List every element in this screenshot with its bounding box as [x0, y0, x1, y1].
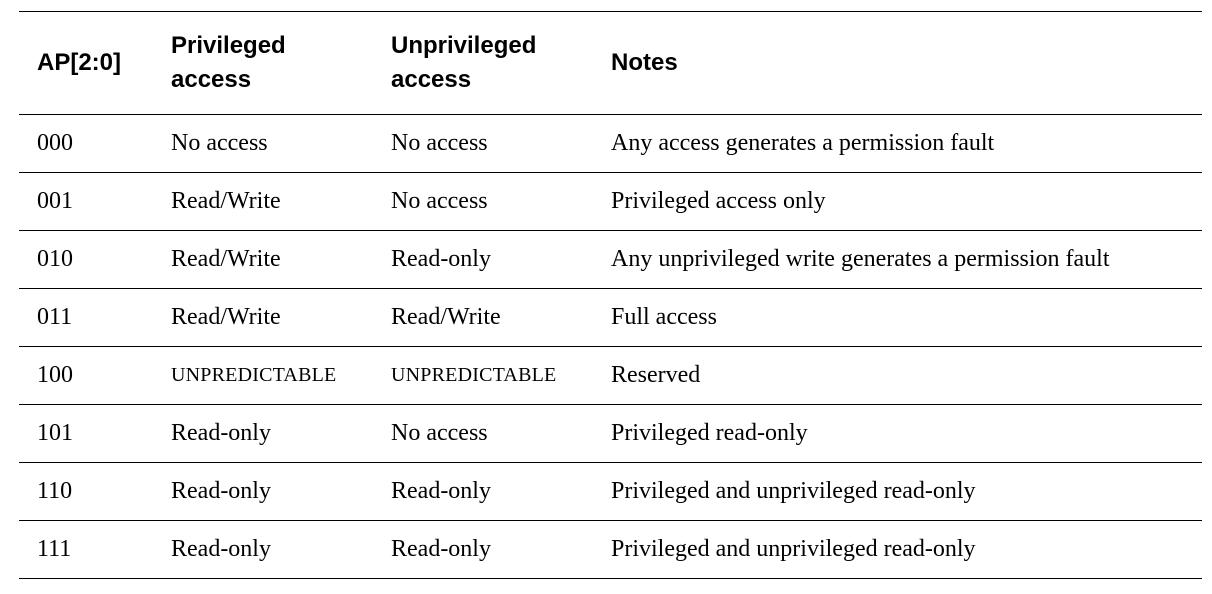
cell-unprivileged-access: Read/Write [391, 304, 501, 330]
cell-privileged-access: Read-only [171, 478, 271, 504]
table-row: 011 Read/Write Read/Write Full access [19, 289, 1202, 347]
cell-privileged-access: Read-only [171, 420, 271, 446]
cell-unprivileged-access: No access [391, 188, 488, 214]
cell-unprivileged-access: Read-only [391, 246, 491, 272]
cell-unprivileged-access: UNPREDICTABLE [391, 364, 557, 386]
header-notes: Notes [611, 49, 678, 76]
cell-ap-bits: 000 [37, 130, 73, 156]
table-body: 000 No access No access Any access gener… [19, 115, 1202, 579]
table-row: 010 Read/Write Read-only Any unprivilege… [19, 231, 1202, 289]
cell-unprivileged-access: Read-only [391, 478, 491, 504]
cell-privileged-access: No access [171, 130, 268, 156]
cell-notes: Reserved [611, 362, 701, 388]
access-permissions-table-container: AP[2:0] Privileged access Unprivileged a… [19, 11, 1202, 579]
table-row: 110 Read-only Read-only Privileged and u… [19, 463, 1202, 521]
cell-ap-bits: 110 [37, 478, 73, 504]
cell-ap-bits: 100 [37, 362, 73, 388]
cell-privileged-access: Read/Write [171, 304, 281, 330]
header-privileged-access: Privileged access [171, 32, 286, 93]
cell-privileged-access: Read/Write [171, 246, 281, 272]
cell-ap-bits: 011 [37, 304, 73, 330]
table-row: 000 No access No access Any access gener… [19, 115, 1202, 173]
cell-notes: Privileged and unprivileged read-only [611, 478, 976, 504]
cell-unprivileged-access: No access [391, 130, 488, 156]
cell-ap-bits: 001 [37, 188, 73, 214]
table-row: 101 Read-only No access Privileged read-… [19, 405, 1202, 463]
access-permissions-table: AP[2:0] Privileged access Unprivileged a… [19, 11, 1202, 579]
header-unprivileged-access: Unprivileged access [391, 32, 537, 93]
cell-privileged-access: Read-only [171, 536, 271, 562]
cell-unprivileged-access: No access [391, 420, 488, 446]
cell-unprivileged-access: Read-only [391, 536, 491, 562]
cell-privileged-access: Read/Write [171, 188, 281, 214]
cell-notes: Any access generates a permission fault [611, 130, 995, 156]
cell-notes: Privileged and unprivileged read-only [611, 536, 976, 562]
cell-notes: Full access [611, 304, 717, 330]
cell-privileged-access: UNPREDICTABLE [171, 364, 337, 386]
header-ap-bits: AP[2:0] [37, 49, 122, 76]
cell-ap-bits: 101 [37, 420, 73, 446]
header-row: AP[2:0] Privileged access Unprivileged a… [19, 11, 1202, 115]
cell-notes: Privileged access only [611, 188, 826, 214]
table-header: AP[2:0] Privileged access Unprivileged a… [19, 11, 1202, 115]
cell-notes: Privileged read-only [611, 420, 808, 446]
table-row: 100 UNPREDICTABLE UNPREDICTABLE Reserved [19, 347, 1202, 405]
cell-notes: Any unprivileged write generates a permi… [611, 246, 1110, 272]
cell-ap-bits: 010 [37, 246, 73, 272]
table-row: 001 Read/Write No access Privileged acce… [19, 173, 1202, 231]
cell-ap-bits: 111 [37, 536, 72, 562]
table-row: 111 Read-only Read-only Privileged and u… [19, 521, 1202, 579]
